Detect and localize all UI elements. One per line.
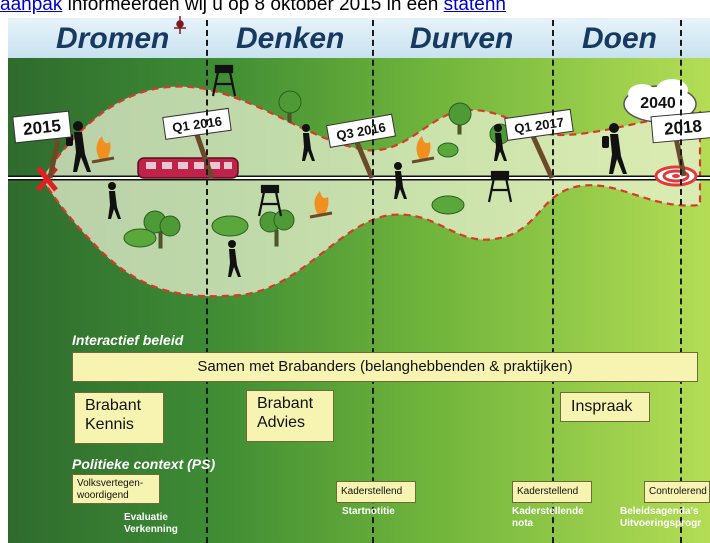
campfire-icon — [91, 136, 115, 164]
phase-header-band — [8, 18, 710, 58]
hiker-icon — [228, 240, 241, 277]
hiker-icons — [66, 121, 627, 277]
bush-icon — [437, 142, 459, 158]
inspraak-box: Inspraak — [560, 392, 650, 422]
note-line: Kaderstellende — [512, 506, 584, 517]
bush-icon — [431, 195, 465, 215]
beleidsagenda-note: Beleidsagenda's Uitvoeringsprogr — [620, 506, 710, 530]
start-year-label: 2015 — [22, 116, 62, 139]
bush-icons — [123, 142, 465, 248]
section-interactief-beleid: Interactief beleid — [72, 332, 184, 348]
statenmededeling-link[interactable]: statenn — [443, 0, 506, 15]
campfire-icon — [411, 136, 435, 164]
end-year-label: 2018 — [663, 116, 702, 138]
startnotitie-note: Startnotitie — [342, 506, 395, 517]
volksvertegenwoordigend-box: Volksvertegen- woordigend — [72, 474, 160, 504]
watchtower-icon — [211, 64, 237, 97]
box-line: Brabant — [257, 395, 314, 412]
kaderstellende-nota-note: Kaderstellende nota — [512, 506, 584, 530]
campfire-icons — [91, 136, 435, 219]
box-line: Volksvertegen- — [77, 478, 144, 489]
brabant-advies-box: Brabant Advies — [246, 390, 334, 442]
samen-met-brabanders-banner: Samen met Brabanders (belanghebbenden & … — [72, 352, 698, 382]
tree-icon — [448, 102, 472, 135]
phase-doen: Doen — [582, 22, 657, 55]
bush-icon — [211, 215, 249, 237]
note-line: Uitvoeringsprogr — [620, 518, 702, 529]
signpost-q1-2016: Q1 2016 — [162, 107, 232, 179]
signpost-q3-2016: Q3 2016 — [325, 113, 396, 179]
brabant-kennis-box: Brabant Kennis — [74, 392, 164, 444]
hiker-icon — [108, 182, 121, 219]
train-icon — [137, 157, 239, 179]
phase-divider — [206, 20, 208, 543]
evaluatie-note: Evaluatie Verkenning — [124, 512, 178, 536]
signpost-q1-2017: Q1 2017 — [504, 108, 574, 180]
box-line: Brabant — [85, 397, 142, 414]
phase-dromen: Dromen — [56, 22, 170, 55]
signpost-2015: 2015 — [12, 110, 72, 179]
watchtower-icons — [211, 64, 513, 217]
kaderstellend-box: Kaderstellend — [512, 481, 592, 503]
box-line: Advies — [257, 414, 306, 431]
tree-icon — [143, 210, 181, 249]
phase-divider — [680, 20, 682, 543]
cloud-year-label: 2040 — [640, 95, 676, 112]
milestone-label: Q1 2017 — [513, 114, 564, 136]
target-icon — [654, 165, 698, 187]
intro-text: aanpak informeerden wij u op 8 oktober 2… — [0, 0, 710, 18]
tree-icon — [259, 209, 295, 247]
aanpak-link[interactable]: aanpak — [0, 0, 63, 15]
watchtower-icon — [257, 184, 283, 217]
campfire-icon — [309, 191, 333, 219]
controlerend-box: Controlerend — [644, 481, 710, 503]
phase-divider — [372, 20, 374, 543]
hiker-icon — [602, 123, 627, 174]
intro-middle-text: informeerden wij u op 8 oktober 2015 in … — [62, 0, 444, 15]
hiker-icon — [494, 124, 507, 161]
note-line: Beleidsagenda's — [620, 506, 699, 517]
watchtower-icon — [487, 170, 513, 203]
bush-icon — [123, 228, 157, 248]
kaderstellend-box: Kaderstellend — [336, 481, 416, 503]
phase-denken: Denken — [236, 22, 345, 55]
box-line: woordigend — [77, 490, 129, 501]
note-line: nota — [512, 518, 534, 529]
climber-icon — [174, 16, 186, 34]
hiker-icon — [302, 124, 315, 161]
note-line: Evaluatie — [124, 512, 168, 523]
tree-icon — [278, 90, 302, 123]
phase-durven: Durven — [410, 22, 514, 55]
note-line: Verkenning — [124, 524, 178, 535]
milestone-label: Q1 2016 — [171, 113, 222, 135]
section-politieke-context: Politieke context (PS) — [72, 456, 216, 472]
phase-divider — [552, 20, 554, 543]
box-line: Kennis — [85, 416, 134, 433]
hiker-icon — [394, 162, 407, 199]
